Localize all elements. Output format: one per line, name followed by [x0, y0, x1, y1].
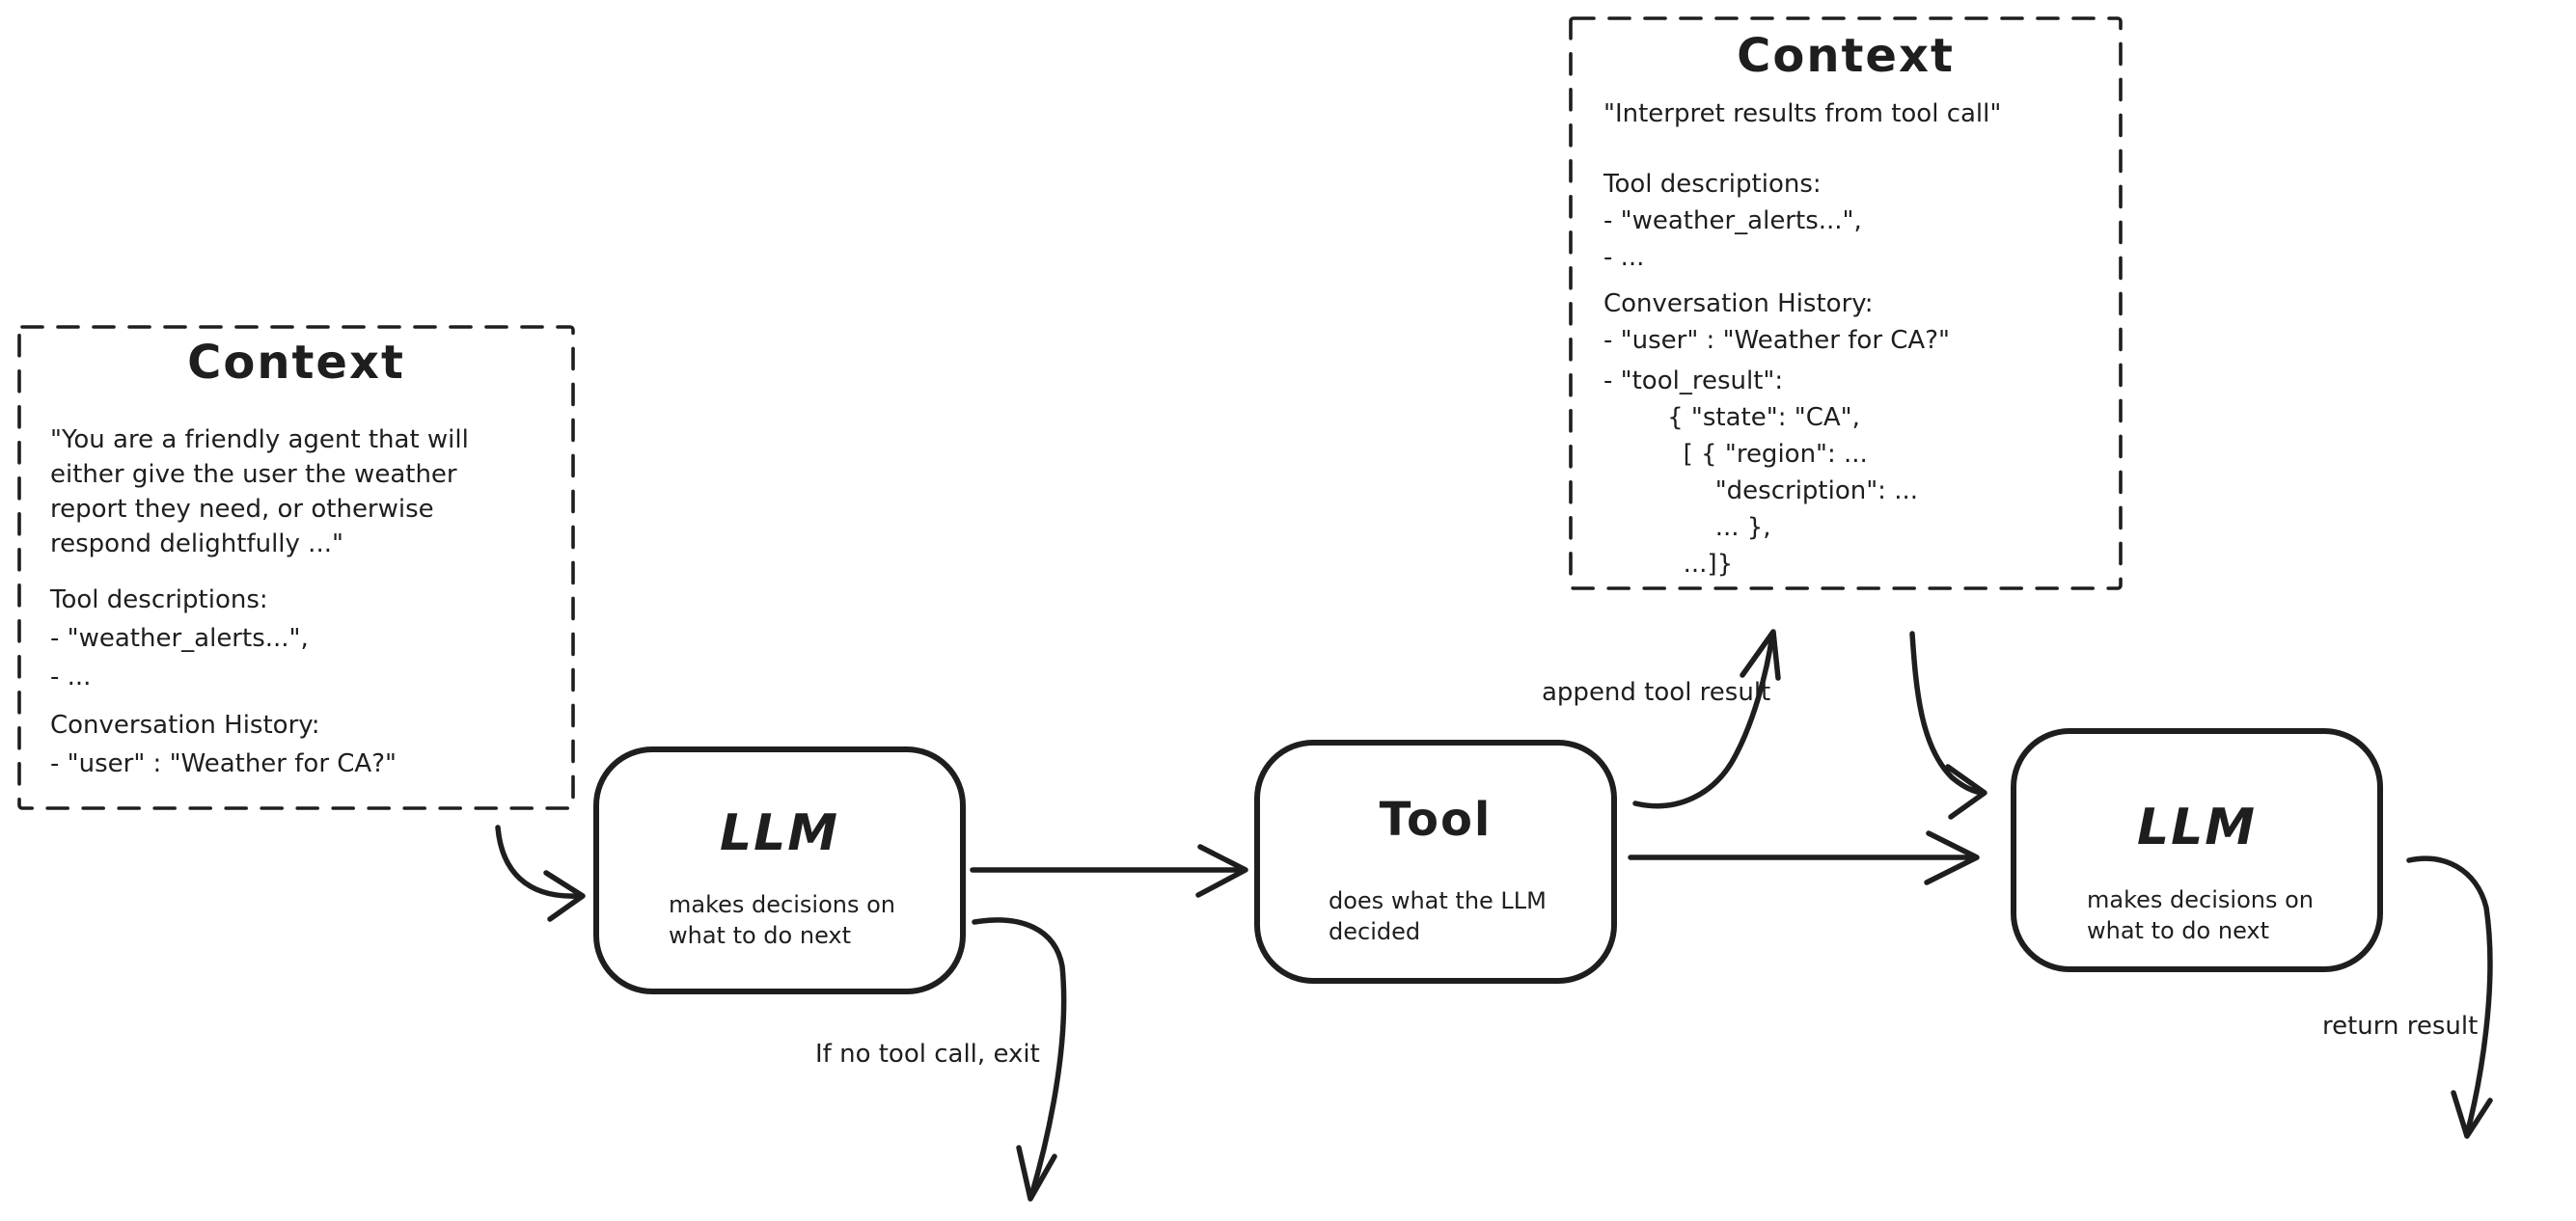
llm-node-1-title: LLM — [719, 804, 839, 862]
llm-node-2-subtitle: makes decisions on what to do next — [2087, 886, 2314, 944]
context-box-1-title: Context — [187, 336, 405, 390]
context-box-1-border — [17, 325, 575, 810]
context-box-2-conversation-history: Conversation History: - "user" : "Weathe… — [1603, 289, 1950, 355]
arrow-llm2-return — [2406, 855, 2493, 1137]
context-box-2-tool-descriptions: Tool descriptions: - "weather_alerts..."… — [1603, 170, 1862, 272]
context-box-2-border — [1569, 16, 2123, 590]
arrow-tool-to-context2-head — [1740, 629, 1781, 681]
arrow-llm2-return-head — [2451, 1090, 2493, 1139]
context-box-1-system-prompt: "You are a friendly agent that will eith… — [50, 425, 469, 558]
tool-node-subtitle: does what the LLM decided — [1329, 887, 1547, 945]
arrow-llm1-exit-head — [1016, 1145, 1057, 1202]
tool-node-box — [1254, 740, 1617, 984]
llm-node-1-box — [593, 746, 966, 994]
arrow-context2-to-llm2-head — [1945, 764, 1987, 820]
arrow-context1-to-llm1 — [495, 825, 580, 899]
tool-node-title: Tool — [1379, 793, 1493, 847]
context-box-2-title: Context — [1737, 29, 1955, 83]
edge-label-return-result: return result — [2322, 1012, 2479, 1041]
arrow-tool-to-context2 — [1632, 632, 1775, 809]
context-box-1-tool-descriptions: Tool descriptions: - "weather_alerts..."… — [50, 585, 309, 692]
arrow-llm1-exit — [972, 917, 1067, 1199]
arrow-context2-to-llm2 — [1909, 631, 1985, 796]
arrow-context1-to-llm1-head — [543, 870, 586, 922]
edge-label-no-tool-call-exit: If no tool call, exit — [815, 1040, 1040, 1069]
llm-node-1-subtitle: makes decisions on what to do next — [669, 891, 895, 949]
context-box-2-tool-result: - "tool_result": { "state": "CA", [ { "r… — [1603, 366, 1919, 579]
arrow-tool-to-llm2-head — [1924, 830, 1980, 885]
edge-label-append-tool-result: append tool result — [1542, 678, 1771, 707]
context-box-1-conversation-history: Conversation History: - "user" : "Weathe… — [50, 711, 397, 778]
arrow-llm1-to-tool-head — [1195, 844, 1248, 898]
llm-node-2-box — [2011, 728, 2383, 972]
context-box-2-system-prompt: "Interpret results from tool call" — [1603, 99, 2002, 128]
llm-node-2-title: LLM — [2136, 799, 2257, 856]
